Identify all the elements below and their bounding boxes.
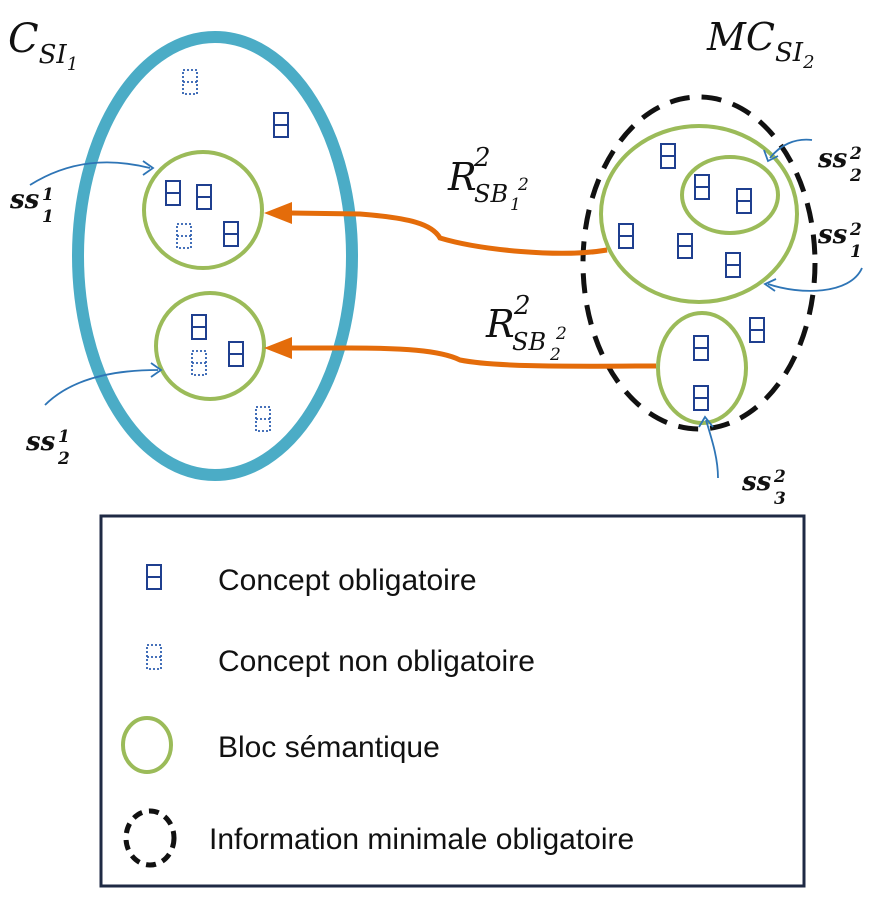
legend-minimal-info-text: Information minimale obligatoire <box>209 823 634 856</box>
concept-optional <box>255 406 271 432</box>
concept-mandatory <box>693 385 709 411</box>
concept-mandatory <box>677 233 693 259</box>
concept-mandatory <box>693 335 709 361</box>
pointer-ss1-2 <box>44 369 159 406</box>
system-ellipse-c-si1 <box>72 31 358 481</box>
legend-optional-concept-text: Concept non obligatoire <box>218 645 535 678</box>
pointer-ss1-1-head <box>142 160 155 176</box>
pointer-ss2-2-head <box>763 149 779 163</box>
label-mc-si2: MCSI2 <box>706 15 815 73</box>
concept-mandatory <box>273 112 289 138</box>
legend-semantic-block-text: Bloc sémantique <box>218 731 440 764</box>
concept-optional <box>191 350 207 376</box>
semantic-block-ss2-1 <box>599 124 799 304</box>
legend-semantic-block-icon <box>121 716 173 774</box>
label-c-si1: CSI1 <box>8 16 78 75</box>
semantic-block-ss2-3 <box>656 311 748 425</box>
minimal-info-ellipse <box>580 94 818 432</box>
concept-mandatory <box>228 341 244 367</box>
pointer-ss2-1 <box>767 267 863 292</box>
relation-arrowhead-r1 <box>264 202 292 224</box>
concept-optional <box>176 223 192 249</box>
concept-mandatory <box>618 223 634 249</box>
pointer-ss1-2-head <box>150 362 163 378</box>
semantic-block-ss2-2 <box>680 155 780 235</box>
pointer-ss2-2 <box>769 138 813 159</box>
semantic-block-ss1-2 <box>154 291 266 401</box>
pointer-ss1-1 <box>29 161 151 186</box>
legend-box <box>99 514 806 888</box>
legend-minimal-info-icon <box>123 808 177 868</box>
concept-optional <box>182 69 198 95</box>
relation-arrow-r1 <box>289 210 608 256</box>
concept-mandatory <box>196 184 212 210</box>
pointer-ss2-1-head <box>763 278 777 292</box>
concept-mandatory <box>694 174 710 200</box>
relation-arrow-r2 <box>290 345 657 369</box>
concept-mandatory <box>165 180 181 206</box>
semantic-block-ss1-1 <box>142 150 264 270</box>
concept-mandatory <box>749 317 765 343</box>
concept-mandatory <box>191 314 207 340</box>
concept-mandatory <box>660 143 676 169</box>
legend-mandatory-concept-text: Concept obligatoire <box>218 564 477 597</box>
pointer-ss2-3 <box>705 419 719 479</box>
concept-mandatory <box>725 252 741 278</box>
pointer-ss2-3-head <box>698 415 714 428</box>
concept-mandatory <box>223 221 239 247</box>
concept-mandatory <box>736 188 752 214</box>
relation-arrowhead-r2 <box>264 337 292 359</box>
